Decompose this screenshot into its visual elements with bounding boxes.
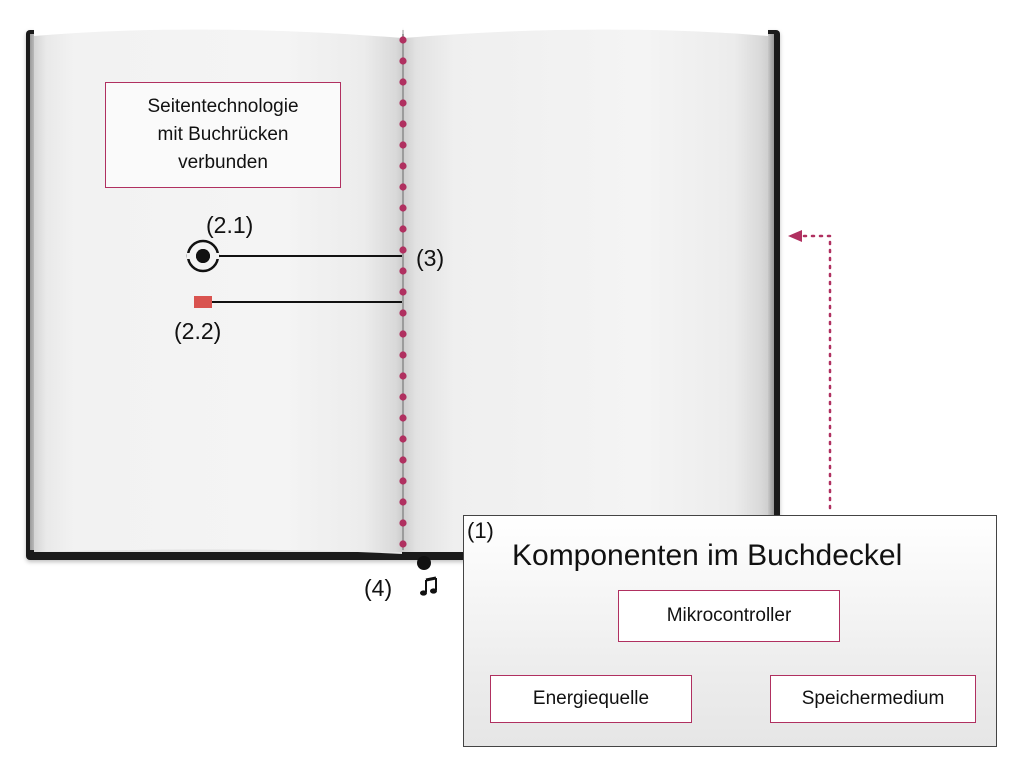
- note-line-1: Seitentechnologie: [147, 96, 299, 117]
- label-4: (4): [364, 575, 393, 601]
- page-edge-right: [766, 34, 774, 550]
- speaker-dot: [417, 556, 431, 570]
- spine-dot: [399, 141, 407, 149]
- label-2-1: (2.1): [206, 212, 254, 238]
- note-line-3: verbunden: [178, 152, 268, 173]
- spine-dot: [399, 246, 407, 254]
- spine-dot: [399, 456, 407, 464]
- music-note-icon: [420, 576, 437, 596]
- spine-dot: [399, 477, 407, 485]
- spine-dot: [399, 99, 407, 107]
- spine-dot: [399, 498, 407, 506]
- page-bottom-left: [40, 549, 402, 554]
- node-energy-source: Energiequelle: [490, 675, 692, 723]
- spine-dot: [399, 393, 407, 401]
- spine-dot: [399, 372, 407, 380]
- spine-dot: [399, 414, 407, 422]
- page-curve-left: [34, 24, 402, 38]
- spine-dot: [399, 519, 407, 527]
- spine-dot: [399, 36, 407, 44]
- spine-dot: [399, 57, 407, 65]
- dotted-arrow-icon: [788, 230, 832, 510]
- note-line-2: mit Buchrücken: [157, 124, 289, 145]
- spine-dot: [399, 267, 407, 275]
- node-storage-medium: Speichermedium: [770, 675, 976, 723]
- spine-dot: [399, 183, 407, 191]
- spine-dot: [399, 540, 407, 548]
- spine-dot: [399, 330, 407, 338]
- label-3: (3): [416, 245, 445, 271]
- spine-dot: [399, 162, 407, 170]
- label-2-2: (2.2): [174, 318, 222, 344]
- panel-number: (1): [467, 518, 494, 543]
- red-square-icon: [194, 296, 212, 308]
- spine-dot: [399, 288, 407, 296]
- spine-dot: [399, 120, 407, 128]
- node-microcontroller: Mikrocontroller: [618, 590, 840, 642]
- panel-title: Komponenten im Buchdeckel: [512, 539, 903, 572]
- spine-dot: [399, 351, 407, 359]
- spine-dot: [399, 309, 407, 317]
- spine-dot: [399, 204, 407, 212]
- right-page: [404, 30, 768, 552]
- spine-dot: [399, 78, 407, 86]
- target-icon: [186, 239, 220, 273]
- page-technology-note: Seitentechnologie mit Buchrücken verbund…: [105, 82, 341, 188]
- spine-dot: [399, 225, 407, 233]
- page-curve-right: [404, 24, 768, 38]
- spine-dot: [399, 435, 407, 443]
- spine-dots: [399, 36, 407, 548]
